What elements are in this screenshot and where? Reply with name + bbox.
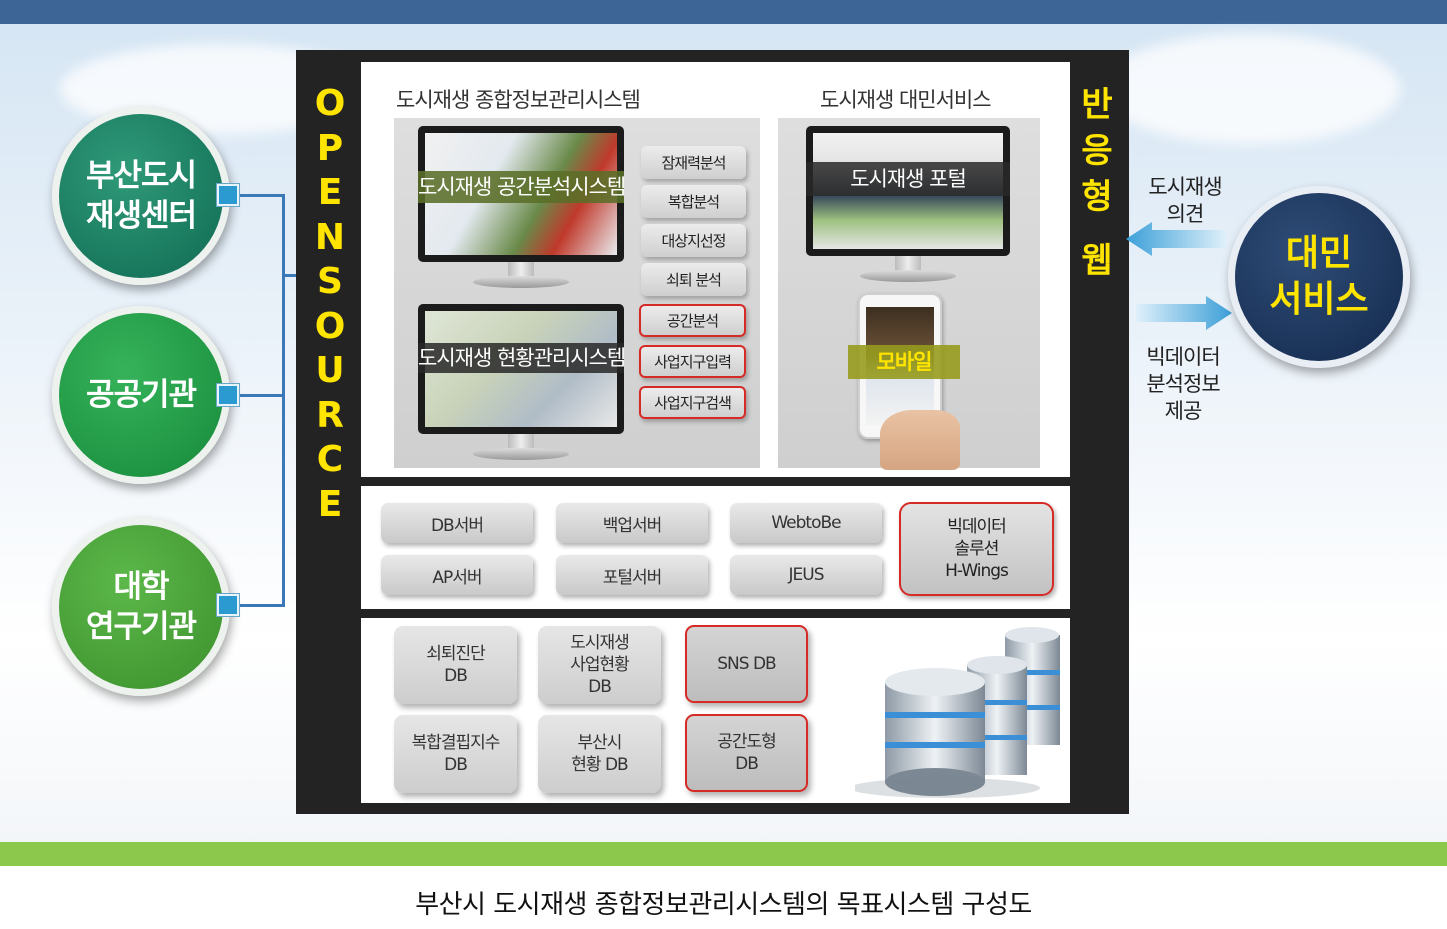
backup-server: 백업서버 bbox=[556, 503, 708, 543]
busan-urban-regeneration-center: 부산도시 재생센터 bbox=[52, 107, 230, 285]
tag-decline-analysis: 쇠퇴 분석 bbox=[641, 263, 746, 296]
portal-server: 포털서버 bbox=[556, 555, 708, 595]
bigdata-solution: 빅데이터 솔루션 H-Wings bbox=[899, 502, 1054, 596]
tag-complex-analysis: 복합분석 bbox=[641, 185, 746, 218]
portal-label: 도시재생 포털 bbox=[806, 162, 1010, 196]
university-research-institute: 대학 연구기관 bbox=[52, 518, 230, 696]
responsive-web-char: 응 bbox=[1081, 131, 1113, 171]
connector-node bbox=[217, 384, 239, 406]
tag-target-site-selection: 대상지선정 bbox=[641, 224, 746, 257]
opinion-text: 도시재생 의견 bbox=[1148, 175, 1222, 226]
spatial-analysis-label: 도시재생 공간분석시스템 bbox=[418, 171, 626, 203]
spatial-analysis-monitor bbox=[418, 126, 624, 294]
database-stack-icon bbox=[855, 627, 1060, 798]
arrow-left-icon bbox=[1126, 222, 1226, 256]
busan-status-db: 부산시 현황 DB bbox=[538, 715, 661, 793]
bigdata-provide-text: 빅데이터 분석정보 제공 bbox=[1146, 345, 1220, 423]
connector-line bbox=[240, 604, 284, 607]
arrow-right-icon bbox=[1136, 296, 1232, 330]
ap-server: AP서버 bbox=[381, 555, 533, 595]
decline-diagnosis-db: 쇠퇴진단 DB bbox=[394, 626, 517, 704]
spatial-geometry-db: 공간도형 DB bbox=[685, 714, 808, 792]
top-bar bbox=[0, 0, 1447, 24]
jeus-server: JEUS bbox=[730, 555, 882, 595]
connector-node bbox=[217, 184, 239, 206]
connector-line bbox=[240, 394, 284, 397]
open-source-char: O bbox=[314, 305, 346, 347]
hand-illustration bbox=[880, 410, 960, 470]
open-source-char: E bbox=[317, 172, 343, 213]
connector-line bbox=[240, 194, 284, 197]
responsive-web-char: 형 bbox=[1081, 177, 1113, 217]
db-server: DB서버 bbox=[381, 503, 533, 543]
integrated-system-title: 도시재생 종합정보관리시스템 bbox=[396, 88, 641, 112]
public-service-circle: 대민 서비스 bbox=[1228, 186, 1410, 368]
project-status-db: 도시재생 사업현황 DB bbox=[538, 626, 661, 704]
tag-project-district-search: 사업지구검색 bbox=[639, 386, 746, 419]
status-management-label: 도시재생 현황관리시스템 bbox=[418, 343, 626, 373]
open-source-char: R bbox=[316, 394, 344, 436]
composite-deprivation-db: 복합결핍지수 DB bbox=[394, 715, 517, 793]
open-source-char: E bbox=[317, 483, 343, 525]
public-institution: 공공기관 bbox=[52, 306, 230, 484]
open-source-char: C bbox=[316, 439, 344, 480]
mobile-label: 모바일 bbox=[848, 345, 960, 379]
public-service-title: 도시재생 대민서비스 bbox=[820, 88, 992, 112]
connector-line bbox=[282, 194, 285, 607]
bottom-bar bbox=[0, 842, 1447, 866]
webtobe-server: WebtoBe bbox=[730, 503, 882, 543]
portal-monitor bbox=[806, 126, 1010, 294]
open-source-char: N bbox=[314, 216, 346, 258]
open-source-char: P bbox=[316, 127, 344, 169]
open-source-char: S bbox=[317, 261, 343, 302]
responsive-web-char: 반 bbox=[1081, 85, 1113, 125]
figure-caption: 부산시 도시재생 종합정보관리시스템의 목표시스템 구성도 bbox=[415, 890, 1032, 920]
tag-project-district-input: 사업지구입력 bbox=[639, 345, 746, 378]
sns-db: SNS DB bbox=[685, 625, 808, 703]
open-source-char: O bbox=[314, 83, 346, 124]
responsive-web-char: 웹 bbox=[1081, 241, 1113, 281]
tag-potential-analysis: 잠재력분석 bbox=[641, 146, 746, 179]
tag-spatial-analysis: 공간분석 bbox=[639, 304, 746, 337]
open-source-char: U bbox=[315, 350, 345, 391]
connector-node bbox=[217, 594, 239, 616]
status-management-monitor bbox=[418, 304, 624, 464]
